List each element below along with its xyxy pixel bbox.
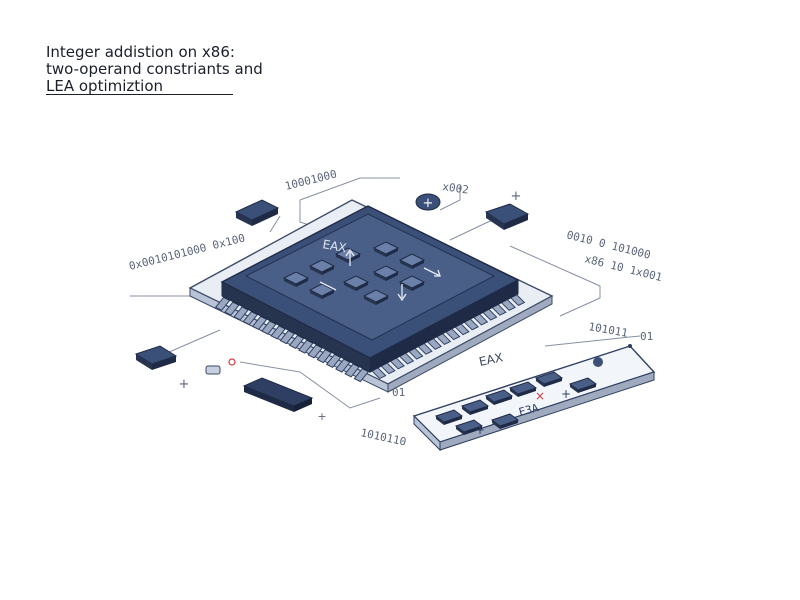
keypad-key-side	[462, 406, 470, 415]
keypad-key-side	[464, 426, 482, 435]
chip-key-side	[344, 282, 356, 291]
keypad-key-side	[544, 378, 562, 387]
label-right-x86: x86 10 1x001	[583, 252, 663, 284]
keypad-symbols: + + × E3A	[475, 344, 632, 437]
add-icon-top: +	[415, 193, 441, 211]
chip-key-side	[386, 272, 398, 281]
keypad-key-side	[578, 384, 596, 393]
cross-icon-pad: ×	[535, 389, 545, 403]
keypad-key-side	[518, 388, 536, 397]
chip-pins-left	[214, 296, 370, 383]
chip-key-side	[374, 248, 386, 257]
chip-key-side	[376, 296, 388, 305]
chip-body	[220, 205, 520, 373]
title-line-2: two-operand constriants and	[46, 60, 263, 78]
label-pad-binary: 101011	[587, 320, 628, 340]
plus-icon-left: +	[179, 377, 190, 392]
plus-icon-right: +	[511, 189, 522, 204]
keypad-key-side	[456, 426, 464, 435]
chip-key-side	[322, 266, 334, 275]
chip-key-side	[284, 278, 296, 287]
chip-arrows	[319, 248, 441, 302]
svg-text:+: +	[423, 196, 434, 211]
small-component	[205, 358, 236, 375]
keypad-key-side	[492, 420, 500, 429]
keypad-key-side	[510, 388, 518, 397]
keypad-key-side	[500, 420, 518, 429]
small-chip-top-left	[234, 199, 280, 226]
keypad-keys	[434, 371, 598, 435]
chip-key-side	[348, 254, 360, 263]
label-pad-id: 01	[640, 330, 653, 343]
keypad-key-side	[470, 406, 488, 415]
plus-icon-bottom: +	[317, 410, 326, 423]
diagram-title: Integer addistion on x86: two-operand co…	[46, 44, 263, 95]
keypad	[412, 345, 656, 452]
title-line-3: LEA optimiztion	[46, 77, 163, 95]
chip-key-side	[400, 282, 412, 291]
keypad-key-side	[494, 396, 512, 405]
title-underline	[46, 94, 233, 95]
memory-stick	[242, 377, 314, 412]
small-chip-right	[484, 203, 530, 230]
keypad-key-side	[436, 416, 444, 425]
keypad-key-side	[536, 378, 544, 387]
label-right-binary: 0010 0 101000	[565, 228, 652, 261]
chip-key-side	[310, 290, 322, 299]
chip-key-side	[412, 282, 424, 291]
chip-key-side	[364, 296, 376, 305]
label-bottom-01: 01	[392, 386, 405, 399]
label-bottom-binary: 1010110	[359, 426, 407, 448]
label-top-right: x002	[442, 180, 470, 197]
label-eax-pad: EAX	[478, 350, 504, 369]
title-line-1: Integer addistion on x86:	[46, 43, 235, 61]
chip-key-side	[374, 272, 386, 281]
chip-key-side	[310, 266, 322, 275]
small-chip-left	[134, 345, 178, 370]
chip-key-side	[386, 248, 398, 257]
chip-key-side	[322, 290, 334, 299]
chip-register-label: EAX	[321, 237, 347, 255]
chip-keys	[282, 241, 426, 305]
keypad-key-side	[570, 384, 578, 393]
chip-key-side	[336, 254, 348, 263]
chip-key-side	[412, 260, 424, 269]
plus-icon-pad-mid: +	[561, 387, 571, 401]
chip-key-side	[356, 282, 368, 291]
keypad-key-side	[444, 416, 462, 425]
chip-key-side	[296, 278, 308, 287]
chip-key-side	[400, 260, 412, 269]
pad-label: E3A	[517, 401, 540, 419]
keypad-key-side	[486, 396, 494, 405]
plus-icon-pad-left: +	[475, 423, 485, 437]
